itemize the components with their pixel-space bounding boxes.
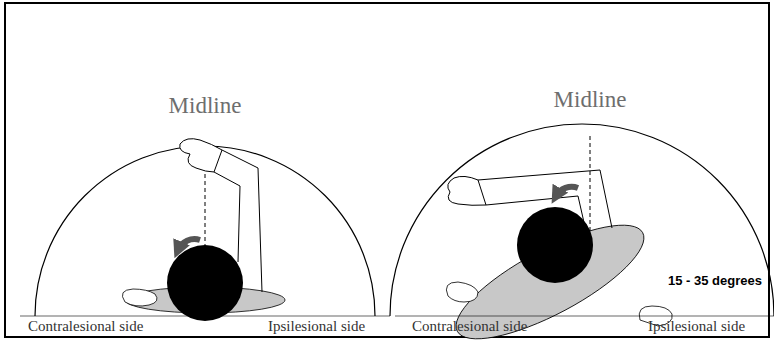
hand-blob <box>448 176 486 205</box>
angle-label: 15 - 35 degrees <box>668 274 762 287</box>
hand-blob <box>180 139 222 172</box>
side-label: Contralesional side <box>28 319 143 334</box>
midline-label: Midline <box>169 94 242 117</box>
base-line <box>395 316 774 317</box>
rotation-arrow <box>556 187 578 196</box>
side-label: Ipsilesional side <box>268 319 365 334</box>
midline-label: Midline <box>554 88 627 111</box>
side-label: Ipsilesional side <box>648 319 745 334</box>
head-circle <box>517 207 593 283</box>
side-label: Contralesional side <box>412 319 527 334</box>
hand-blob <box>122 289 157 306</box>
rotation-arrow <box>178 239 200 250</box>
head-circle <box>167 245 243 321</box>
hand-blob <box>446 282 478 302</box>
frame-border <box>5 3 769 337</box>
base-line <box>20 316 390 317</box>
